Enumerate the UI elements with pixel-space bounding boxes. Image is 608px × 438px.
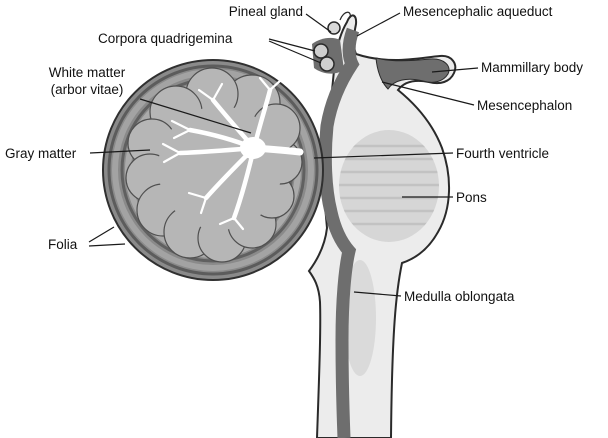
leader-folia-1	[88, 226, 115, 243]
label-pineal-gland: Pineal gland	[228, 4, 303, 19]
leader-gray-matter	[89, 149, 151, 154]
leader-mammillary-body	[431, 67, 479, 73]
leader-white-matter	[139, 98, 252, 134]
label-corpora-quadrigemina: Corpora quadrigemina	[98, 31, 233, 46]
arbor-vitae-white-matter	[161, 76, 304, 231]
leader-mesencephalic-aqueduct	[356, 12, 401, 37]
corpora-quadrigemina-upper-bump	[313, 43, 329, 59]
leader-folia-2	[88, 243, 126, 247]
top-structures	[313, 11, 351, 72]
fourth-ventricle-shape	[318, 27, 360, 438]
label-mammillary-body: Mammillary body	[481, 60, 584, 75]
label-fourth-ventricle: Fourth ventricle	[456, 146, 550, 161]
leader-pineal-gland	[305, 13, 332, 33]
label-white-matter-line2: (arbor vitae)	[50, 81, 124, 97]
cerebellum-shape	[102, 59, 324, 281]
leader-lines	[88, 12, 479, 297]
pineal-gland-shape	[327, 21, 341, 35]
leader-corpora-quadrigemina-1	[268, 38, 316, 52]
pons-striations	[339, 144, 439, 226]
leader-medulla-oblongata	[353, 291, 402, 297]
label-mesencephalon: Mesencephalon	[477, 98, 573, 113]
label-mesencephalic-aqueduct: Mesencephalic aqueduct	[403, 4, 553, 19]
label-white-matter: White matter (arbor vitae)	[28, 65, 146, 99]
leader-corpora-quadrigemina-2	[268, 40, 322, 64]
label-medulla-oblongata: Medulla oblongata	[404, 289, 515, 304]
corpora-quadrigemina-lower-bump	[319, 56, 335, 72]
label-pons: Pons	[456, 190, 487, 205]
superior-squiggle	[339, 11, 351, 21]
label-gray-matter: Gray matter	[5, 146, 77, 161]
label-white-matter-line1: White matter	[48, 65, 126, 80]
leader-fourth-ventricle	[313, 152, 454, 159]
leader-mesencephalon	[381, 81, 475, 106]
midbrain-dark-region	[375, 57, 450, 90]
medulla-shape	[344, 260, 376, 376]
label-folia: Folia	[48, 237, 78, 252]
cerebellar-lobules	[125, 67, 303, 263]
